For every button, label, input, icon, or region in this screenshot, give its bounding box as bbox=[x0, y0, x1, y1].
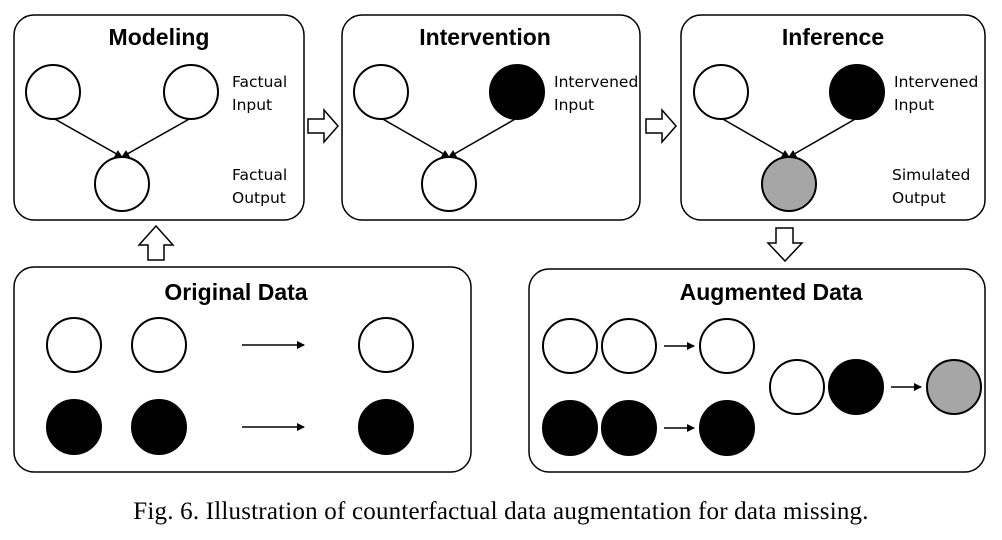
augmented-row2-output-node bbox=[699, 400, 755, 456]
modeling-output-label-line2: Output bbox=[232, 189, 286, 207]
original-data-panel: Original Data bbox=[13, 266, 472, 473]
original-data-panel-box bbox=[13, 266, 472, 473]
modeling-input-label-line1: Factual bbox=[232, 73, 287, 91]
intervention-panel-box bbox=[341, 14, 641, 221]
modeling-panel: Modeling Factual Input Factual Output bbox=[13, 14, 305, 221]
augmented-data-title: Augmented Data bbox=[680, 279, 863, 305]
modeling-title: Modeling bbox=[109, 24, 210, 50]
original-row1-input-node-1 bbox=[46, 317, 102, 373]
modeling-edge-left bbox=[52, 117, 123, 158]
flow-arrow-inference-to-augmented bbox=[766, 227, 804, 263]
flow-arrow-original-to-modeling bbox=[137, 224, 175, 261]
modeling-output-node bbox=[94, 156, 150, 212]
augmented-row1-input-node-2 bbox=[601, 318, 657, 374]
intervention-output-node bbox=[421, 156, 477, 212]
flow-arrow-intervention-to-inference bbox=[645, 108, 677, 144]
inference-input-node-intervened bbox=[829, 64, 885, 120]
original-row1-input-node-2 bbox=[131, 317, 187, 373]
augmented-row1-input-node-1 bbox=[542, 318, 598, 374]
intervention-input-node-intervened bbox=[489, 64, 545, 120]
modeling-input-label-line2: Input bbox=[232, 96, 272, 114]
inference-input-label-line2: Input bbox=[894, 96, 934, 114]
intervention-input-label-line1: Intervened bbox=[554, 73, 638, 91]
inference-title: Inference bbox=[782, 24, 884, 50]
augmented-counterfactual-output-node bbox=[926, 359, 982, 415]
modeling-input-node-left bbox=[25, 64, 81, 120]
inference-edge-right bbox=[788, 117, 858, 158]
augmented-counterfactual-input-node-1 bbox=[769, 359, 825, 415]
augmented-row1-output-node bbox=[699, 318, 755, 374]
figure-caption: Fig. 6. Illustration of counterfactual d… bbox=[133, 498, 869, 525]
intervention-edge-right bbox=[448, 117, 518, 158]
original-row2-input-node-2 bbox=[131, 399, 187, 455]
original-row1-output-node bbox=[358, 317, 414, 373]
augmented-data-panel: Augmented Data bbox=[528, 268, 986, 473]
inference-panel: Inference Intervened Input Simulated Out… bbox=[680, 14, 986, 221]
inference-output-label-line1: Simulated bbox=[892, 166, 970, 184]
augmented-counterfactual-input-node-2 bbox=[828, 359, 884, 415]
original-row2-input-node-1 bbox=[46, 399, 102, 455]
intervention-edge-left bbox=[380, 117, 450, 158]
inference-edge-left bbox=[720, 117, 790, 158]
augmented-row2-input-node-2 bbox=[601, 400, 657, 456]
inference-output-node-simulated bbox=[761, 156, 817, 212]
modeling-panel-box bbox=[13, 14, 305, 221]
inference-output-label-line2: Output bbox=[892, 189, 946, 207]
inference-input-label-line1: Intervened bbox=[894, 73, 978, 91]
modeling-edge-right bbox=[121, 117, 192, 158]
modeling-input-node-right bbox=[163, 64, 219, 120]
modeling-output-label-line1: Factual bbox=[232, 166, 287, 184]
inference-input-node-left bbox=[693, 64, 749, 120]
intervention-panel: Intervention Intervened Input bbox=[341, 14, 641, 221]
original-data-title: Original Data bbox=[164, 279, 307, 305]
augmented-row2-input-node-1 bbox=[542, 400, 598, 456]
intervention-input-node-left bbox=[353, 64, 409, 120]
intervention-input-label-line2: Input bbox=[554, 96, 594, 114]
original-row2-output-node bbox=[358, 399, 414, 455]
flow-arrow-modeling-to-intervention bbox=[307, 108, 339, 144]
inference-panel-box bbox=[680, 14, 986, 221]
intervention-title: Intervention bbox=[419, 24, 551, 50]
